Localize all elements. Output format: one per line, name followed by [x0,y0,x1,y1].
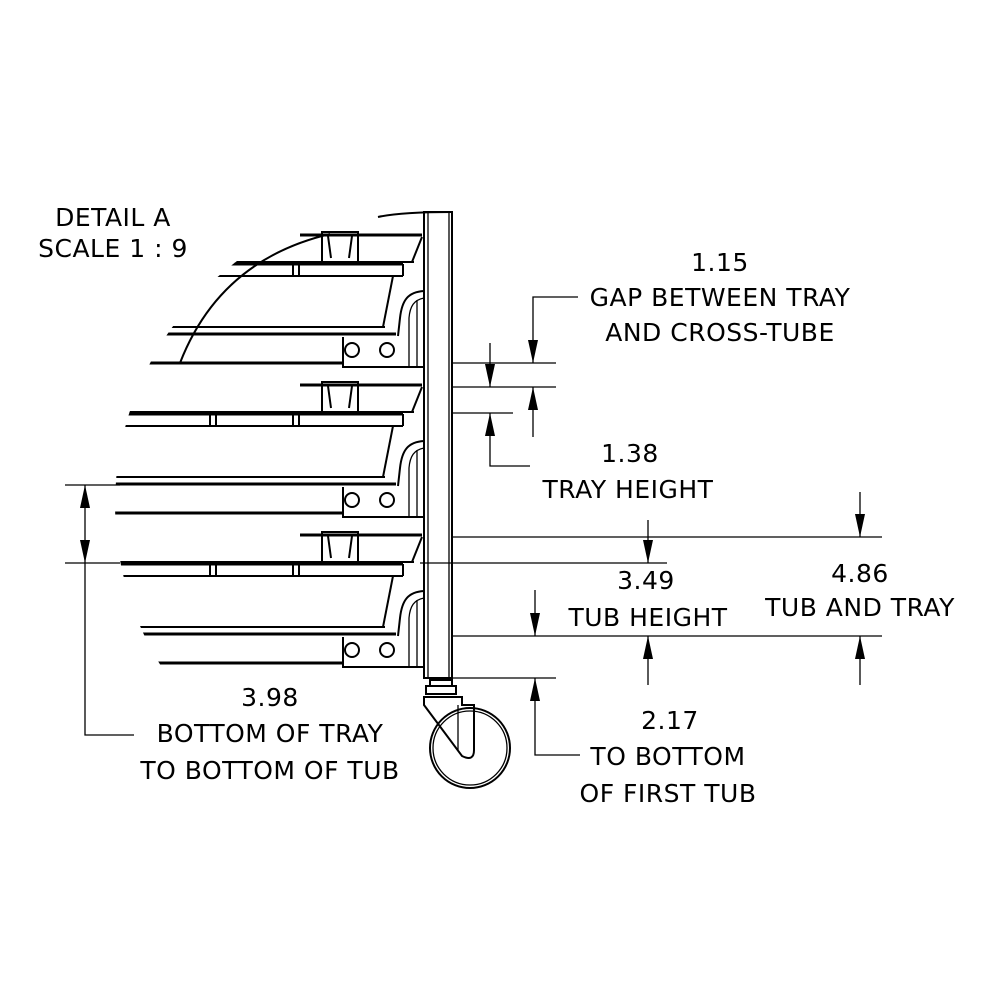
tier-3 [115,530,426,669]
dimension-tray-height: 1.38 TRAY HEIGHT [452,343,714,504]
tray-to-tub-label-line1: BOTTOM OF TRAY [157,719,384,748]
vertical-post [377,211,453,679]
tray-height-label: TRAY HEIGHT [542,475,714,504]
detail-scale: SCALE 1 : 9 [38,234,188,263]
dimension-tray-to-tub: 3.98 BOTTOM OF TRAY TO BOTTOM OF TUB [65,484,399,785]
first-tub-value: 2.17 [641,706,699,735]
tub-height-value: 3.49 [617,566,675,595]
tray-to-tub-value: 3.98 [241,683,299,712]
first-tub-label-line2: OF FIRST TUB [580,779,757,808]
first-tub-label-line1: TO BOTTOM [589,742,745,771]
gap-value: 1.15 [691,248,749,277]
detail-title: DETAIL A [55,203,171,232]
tray-height-value: 1.38 [601,439,659,468]
caster-wheel [423,679,511,789]
detail-boundary-arc [179,233,331,364]
gap-label-line1: GAP BETWEEN TRAY [590,283,851,312]
tub-and-tray-label: TUB AND TRAY [764,593,955,622]
dimension-tub-height: 3.49 TUB HEIGHT [420,520,727,685]
dimension-gap: 1.15 GAP BETWEEN TRAY AND CROSS-TUBE [452,248,851,437]
tub-and-tray-value: 4.86 [831,559,889,588]
tray-to-tub-label-line2: TO BOTTOM OF TUB [139,756,399,785]
tier-2 [115,380,426,519]
dimension-tub-and-tray: 4.86 TUB AND TRAY [452,492,955,685]
gap-label-line2: AND CROSS-TUBE [605,318,835,347]
tray-tub-stack [115,230,426,669]
dimension-first-tub: 2.17 TO BOTTOM OF FIRST TUB [452,590,756,808]
tub-height-label: TUB HEIGHT [567,603,727,632]
